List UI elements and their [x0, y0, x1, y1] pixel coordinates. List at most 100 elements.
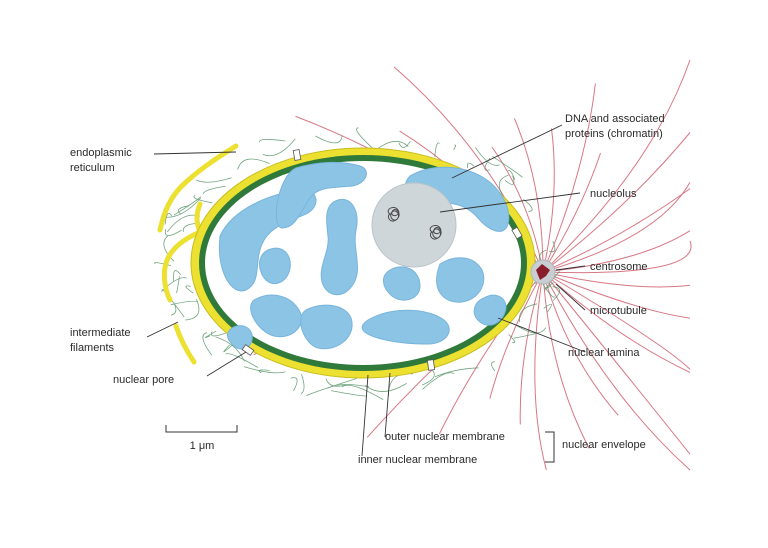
nucleolus-body — [371, 182, 457, 268]
label-endoplasmic-reticulum-1: endoplasmic — [70, 147, 132, 159]
intermediate-filament-strand — [434, 367, 479, 378]
microtubule-strand — [542, 271, 691, 319]
intermediate-filament-strand — [466, 162, 475, 169]
label-microtubule: microtubule — [590, 305, 647, 317]
microtubule-strand — [542, 271, 691, 288]
intermediate-filament-strand — [259, 139, 286, 143]
intermediate-filament-strand — [491, 361, 496, 372]
intermediate-filament-strand — [163, 235, 175, 262]
intermediate-filament-strand — [365, 383, 407, 392]
intermediate-filament-strand — [552, 286, 560, 301]
microtubule-strand — [542, 240, 692, 274]
intermediate-filament-strand — [315, 135, 343, 144]
label-centrosome: centrosome — [590, 261, 647, 273]
intermediate-filament-strand — [544, 282, 554, 290]
intermediate-filament-strand — [548, 240, 556, 253]
label-nuclear-lamina: nuclear lamina — [568, 347, 640, 359]
leader-lines — [146, 124, 586, 457]
nuclear-envelope-bracket — [545, 431, 555, 463]
intermediate-filament-strand — [215, 336, 245, 362]
intermediate-filament-strand — [204, 330, 217, 338]
label-intermediate-filaments-1: intermediate — [70, 327, 131, 339]
intermediate-filament-strand — [331, 390, 367, 397]
intermediate-filament-strand — [523, 198, 533, 212]
intermediate-filament-strand — [223, 344, 234, 353]
microtubule-strand — [513, 118, 544, 273]
centrosome-body — [530, 259, 556, 285]
intermediate-filament-strand — [545, 271, 560, 291]
microtubule-strand — [542, 271, 691, 471]
intermediate-filament-strand — [305, 378, 357, 396]
microtubule-strand — [542, 271, 691, 370]
intermediate-filament-strand — [185, 285, 194, 294]
intermediate-filament-strand — [173, 196, 202, 216]
label-dna-2: proteins (chromatin) — [565, 128, 663, 140]
label-outer-nuclear-membrane: outer nuclear membrane — [385, 431, 505, 443]
microtubule-strand — [489, 271, 544, 399]
nucleus — [190, 147, 536, 379]
intermediate-filament-strand — [193, 194, 213, 204]
label-dna-1: DNA and associated — [565, 113, 665, 125]
intermediate-filament-strand — [543, 303, 552, 313]
intermediate-filament-strand — [498, 174, 509, 195]
intermediate-filament-strand — [225, 353, 259, 368]
microtubule-strand — [542, 128, 555, 273]
intermediate-filament-strand — [165, 197, 201, 218]
scale-bar-label: 1 μm — [190, 440, 215, 452]
intermediate-filament-strand — [185, 299, 200, 321]
label-endoplasmic-reticulum-2: reticulum — [70, 162, 115, 174]
intermediate-filament-strand — [262, 138, 296, 157]
intermediate-filament-strand — [421, 368, 435, 386]
microtubule-strand — [542, 271, 590, 449]
intermediate-filament-strand — [504, 175, 515, 185]
microtubule-strand — [542, 182, 691, 273]
intermediate-filament-strand — [173, 270, 181, 282]
intermediate-filament-strand — [196, 177, 232, 183]
nucleolus-chromatin — [387, 207, 442, 240]
intermediate-filament-strand — [177, 205, 190, 215]
label-intermediate-filaments-2: filaments — [70, 342, 115, 354]
scale-bar: 1 μm — [165, 425, 238, 452]
label-inner-nuclear-membrane: inner nuclear membrane — [358, 454, 477, 466]
microtubule-strand — [542, 188, 691, 273]
intermediate-filament-strand — [164, 212, 173, 225]
label-nuclear-envelope: nuclear envelope — [562, 439, 646, 451]
intermediate-filament-strand — [356, 127, 373, 149]
intermediate-filament-strand — [474, 147, 500, 166]
intermediate-filament-strand — [290, 377, 298, 392]
intermediate-filament-strand — [434, 142, 440, 158]
label-nuclear-pore: nuclear pore — [113, 374, 174, 386]
label-nucleolus: nucleolus — [590, 188, 637, 200]
intermediate-filament-strand — [453, 144, 457, 151]
intermediate-filament-strand — [507, 170, 516, 180]
intermediate-filament-strand — [513, 333, 537, 339]
intermediate-filament-strand — [210, 331, 226, 337]
microtubule-strand — [542, 152, 601, 273]
intermediate-filament-strand — [237, 158, 270, 170]
intermediate-filament-strand — [341, 384, 384, 400]
nuclear-pores — [241, 149, 523, 371]
intermediate-filament-strand — [518, 303, 538, 323]
intermediate-filament-strand — [258, 369, 270, 374]
intermediate-filament-strand — [164, 229, 182, 237]
intermediate-filament-strand — [202, 332, 213, 356]
microtubule-strand — [542, 59, 691, 273]
microtubule-strand — [534, 271, 547, 471]
intermediate-filament-strand — [182, 223, 198, 232]
intermediate-filament-strand — [176, 275, 180, 294]
labels: endoplasmic reticulum intermediate filam… — [70, 113, 665, 466]
intermediate-filament-strand — [398, 140, 411, 148]
microtubule-strand — [542, 83, 596, 273]
intermediate-filament-strand — [508, 334, 516, 344]
intermediate-filament-strand — [300, 374, 305, 394]
microtubule-strand — [519, 271, 544, 425]
microtubule-strand — [542, 132, 691, 273]
intermediate-filament-strand — [203, 185, 226, 195]
intermediate-filament-strand — [492, 155, 523, 178]
intermediate-filament-strand — [422, 372, 455, 390]
microtubule-strand — [542, 271, 691, 455]
microtubule-strand — [542, 230, 691, 273]
microtubule-strand — [542, 271, 619, 416]
